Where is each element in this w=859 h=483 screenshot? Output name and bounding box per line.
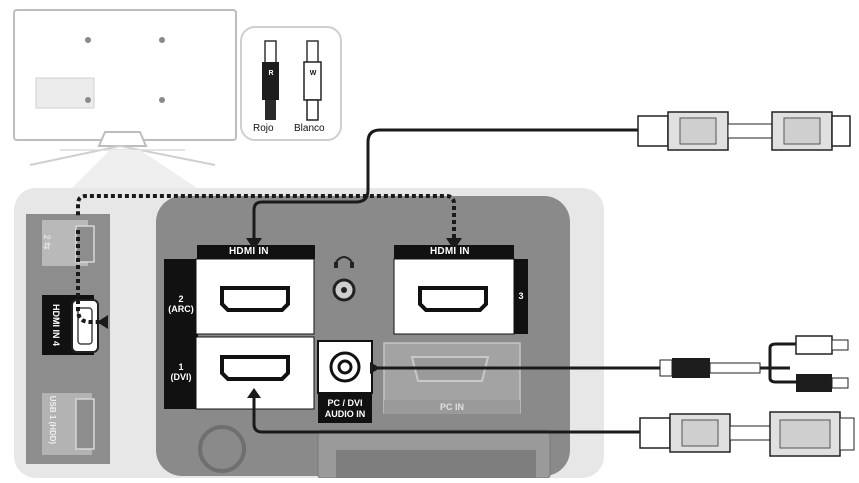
pc-in-label: PC IN [439, 402, 464, 412]
port-panel [14, 188, 604, 479]
hdmi-dvi-plugs [639, 411, 855, 457]
hdmi-cable-lower [252, 398, 640, 434]
port-3-number: 3 [518, 291, 524, 301]
hdmi-cable-solid [252, 128, 638, 238]
plug-red-mark: R [268, 70, 274, 77]
tv-rear-view [13, 9, 237, 190]
plug-white-mark: W [309, 70, 317, 77]
hdmi-cable-dotted [76, 194, 456, 238]
hdmi-in-label-left: HDMI IN [229, 246, 269, 257]
pc-dvi-audio-line2: AUDIO IN [324, 409, 366, 419]
hdmi-plug-pair-top [637, 111, 851, 151]
cables [76, 128, 796, 434]
port-1-number: 1 [178, 362, 184, 372]
legend-white-label: Blanco [294, 123, 325, 134]
arrows [97, 238, 462, 398]
audio-plugs [659, 335, 849, 392]
pc-dvi-audio-line1: PC / DVI [327, 398, 363, 408]
hdmi-in-4-label: HDMI IN 4 [51, 303, 61, 346]
usb-2-label: 2 ⇆ [42, 234, 52, 250]
legend-box [240, 26, 342, 141]
hdmi-in-label-right: HDMI IN [430, 246, 470, 257]
port-2-number: 2 [178, 294, 184, 304]
hdmi-cable-dotted-lower [76, 230, 108, 324]
audio-split [760, 342, 796, 384]
legend-red-label: Rojo [253, 123, 274, 134]
port-2-arc: (ARC) [168, 304, 194, 314]
usb-1-hdd-label: USB 1 (HDD) [48, 395, 57, 445]
port-1-dvi: (DVI) [170, 372, 192, 382]
